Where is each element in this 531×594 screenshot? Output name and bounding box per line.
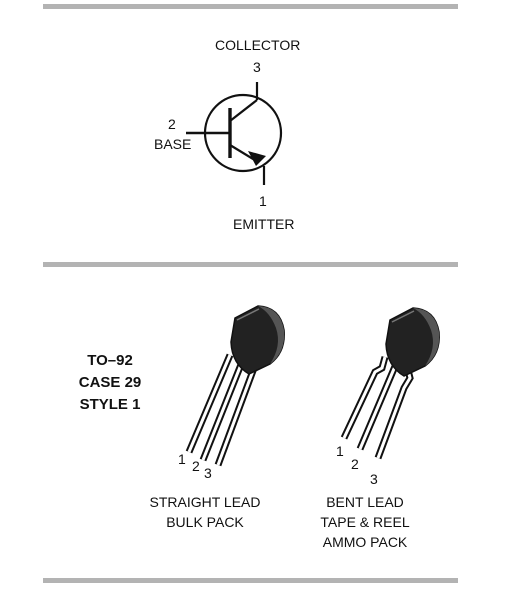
straight-caption-line-1: STRAIGHT LEAD	[149, 494, 261, 510]
emitter-arrow-icon	[248, 151, 266, 166]
straight-lead-2	[201, 361, 244, 461]
middle-divider	[43, 262, 458, 267]
package-case: CASE 29	[78, 374, 142, 391]
straight-caption-line-2: BULK PACK	[166, 514, 244, 530]
bent-caption-line-1: BENT LEAD	[326, 494, 404, 510]
bent-caption-line-3: AMMO PACK	[322, 534, 408, 550]
straight-lead-3	[216, 367, 256, 466]
bent-lead-package	[340, 307, 440, 460]
emitter-pin-number: 1	[259, 193, 267, 209]
bent-pin-3: 3	[370, 471, 378, 487]
base-pin-number: 2	[168, 116, 176, 132]
collector-pin-number: 3	[253, 59, 261, 75]
bent-package-face	[413, 308, 440, 366]
bent-lead-2	[358, 363, 398, 450]
base-label: BASE	[154, 136, 192, 152]
bent-lead-1	[342, 356, 387, 439]
straight-lead-1	[187, 354, 232, 453]
bent-pin-2: 2	[351, 456, 359, 472]
straight-pin-3: 3	[204, 465, 212, 481]
emitter-label: EMITTER	[233, 216, 295, 232]
collector-line	[229, 99, 258, 122]
transistor-symbol	[186, 82, 283, 185]
package-name: TO–92	[87, 352, 133, 369]
straight-lead-package	[185, 305, 285, 467]
straight-pin-1: 1	[178, 451, 186, 467]
top-divider	[43, 4, 458, 9]
straight-pin-2: 2	[192, 458, 200, 474]
package-style: STYLE 1	[79, 396, 141, 413]
bent-caption-line-2: TAPE & REEL	[320, 514, 410, 530]
bottom-divider	[43, 578, 458, 583]
bent-lead-3	[376, 369, 412, 459]
bent-pin-1: 1	[336, 443, 344, 459]
straight-package-face	[258, 306, 285, 364]
collector-label: COLLECTOR	[215, 37, 301, 53]
